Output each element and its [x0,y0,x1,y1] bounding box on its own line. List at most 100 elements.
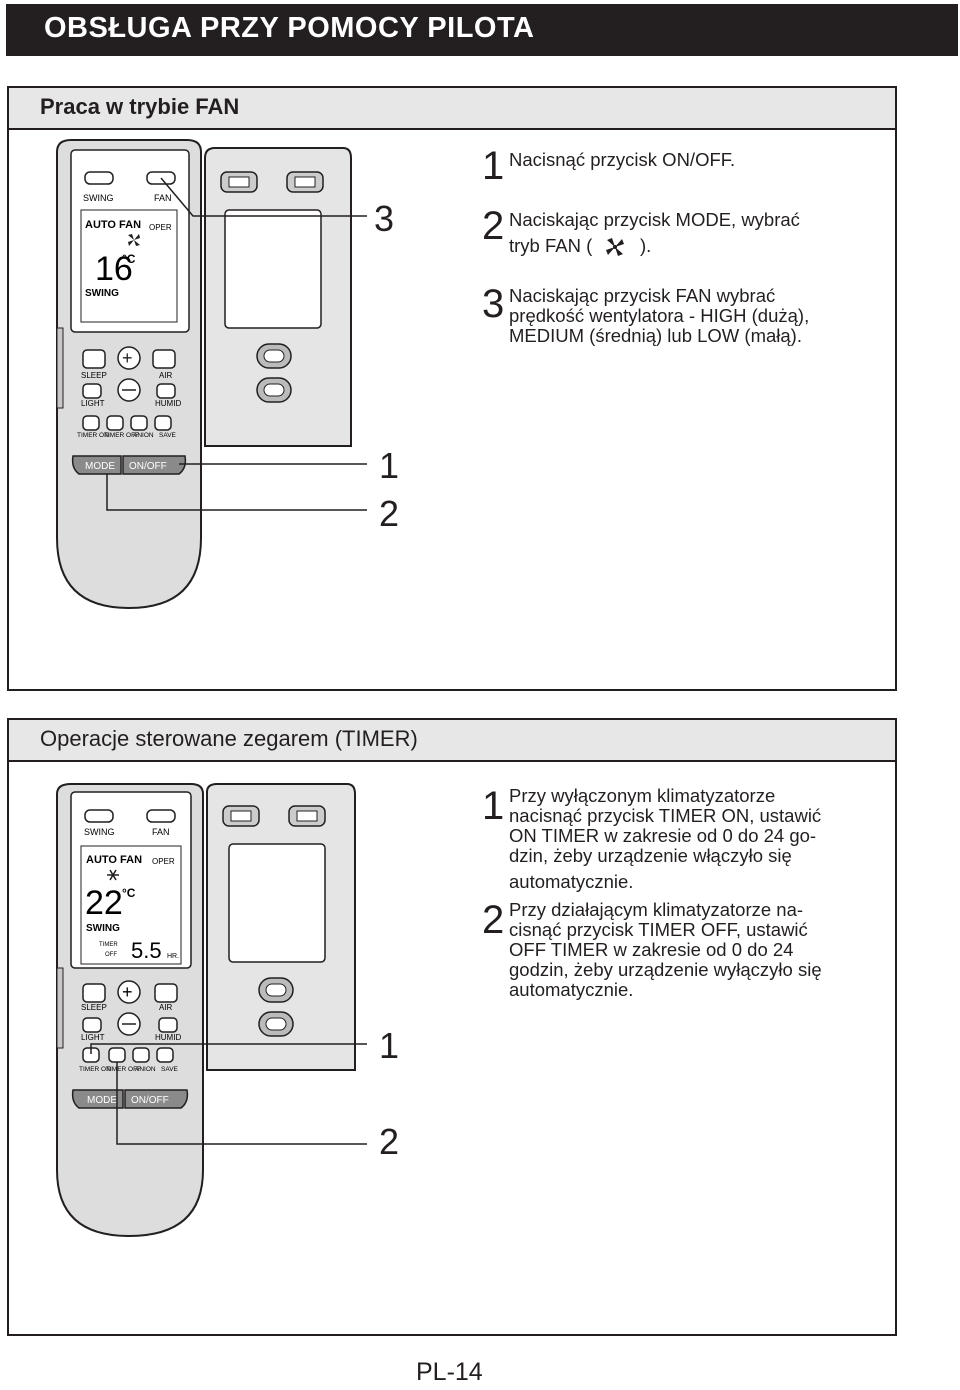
timer-off-label: TIMER OFF [106,1066,141,1073]
sleep-button [82,983,106,1003]
timer-remote-illustration: SWING FAN AUTO FAN OPER 22 °C SWING TIME… [56,783,367,1238]
air-label: AIR [159,371,173,380]
lcd-temperature: 22 [85,884,123,922]
step-text-line-1: Naciskając przycisk MODE, wybrać [509,209,800,230]
air-button [152,349,176,369]
callout-line-2 [106,474,367,511]
step-text: Nacisnąć przycisk ON/OFF. [509,149,736,170]
cover-window [228,843,326,963]
step-text-line-3: OFF TIMER w zakresie od 0 do 24 [509,939,794,960]
timer-off-button [106,415,124,431]
fan-mode-panel: Praca w trybie FAN SWING FAN AUTO FAN OP… [7,86,897,691]
timer-on-button [82,415,100,431]
mode-label: MODE [85,461,115,472]
timer-off-button [108,1047,126,1063]
timer-section-title: Operacje sterowane zegarem (TIMER) [40,726,418,751]
oper-label: OPER [152,857,175,866]
step-text-line-2b: ). [640,235,652,256]
fan-section-title: Praca w trybie FAN [40,94,240,119]
onoff-button [122,455,187,475]
plus-button [117,346,141,370]
humid-button [156,383,176,399]
step-text-line-5: automatycznie. [509,979,634,1000]
snowflake-icon [107,869,119,881]
lcd-screen [80,845,182,965]
step-number: 1 [482,784,505,828]
swing-lcd-label: SWING [85,288,119,299]
step-text-line-2a: tryb FAN ( [509,235,593,256]
sleep-label: SLEEP [81,371,107,380]
step-number: 2 [482,898,505,942]
step-text-line-2: nacisnąć przycisk TIMER ON, ustawić [509,805,822,826]
step-number: 3 [482,282,505,326]
fan-panel-header: Praca w trybie FAN [9,88,895,130]
step-text-line-1: Przy wyłączonym klimatyzatorze [509,785,776,806]
fan-symbol-icon [128,234,140,246]
callout-1: 1 [379,1025,400,1066]
anion-button [130,415,148,431]
swing-button [84,171,114,185]
anion-label: ANION [133,432,154,439]
timer-on-label: TIMER ON [79,1066,111,1073]
save-button [154,415,172,431]
anion-label: ANION [135,1066,156,1073]
page-number: PL-14 [416,1358,483,1386]
fan-label: FAN [154,193,172,203]
step-text-line-2: prędkość wentylatora - HIGH (dużą), [509,305,810,326]
mode-button [71,1089,124,1109]
mode-button [71,455,122,475]
page-header: OBSŁUGA PRZY POMOCY PILOTA [6,4,958,56]
swing-lcd-label: SWING [86,923,120,934]
save-label: SAVE [161,1066,179,1073]
page-title: OBSŁUGA PRZY POMOCY PILOTA [44,12,535,44]
sleep-label: SLEEP [81,1003,107,1012]
swing-label: SWING [84,827,115,837]
light-button [82,383,102,399]
sleep-button [82,349,106,369]
oper-label: OPER [149,223,172,232]
step-number: 2 [482,204,505,248]
humid-label: HUMID [155,399,181,408]
humid-button [158,1017,178,1033]
fan-remote-illustration: SWING FAN AUTO FAN OPER 16 °C SWING + SL… [56,139,367,610]
light-button [82,1017,102,1033]
air-button [154,983,178,1003]
auto-fan-label: AUTO FAN [85,219,141,231]
hr-label: HR. [167,953,179,960]
timer-panel: Operacje sterowane zegarem (TIMER) SWING… [7,718,897,1336]
lcd-unit: °C [122,252,136,266]
step-text-line-4: godzin, żeby urządzenie wyłączyło się [509,959,822,980]
humid-label: HUMID [155,1033,181,1042]
fan-mode-icon [604,236,626,258]
timer-lcd-label: TIMER [99,942,118,948]
step-text-line-5: automatycznie. [509,871,634,892]
step-text-line-1: Przy działającym klimatyzatorze na- [509,899,804,920]
timer-off-label: TIMER OFF [104,432,139,439]
lcd-temperature: 16 [95,250,133,288]
callout-line-1 [90,1043,367,1054]
step-text-line-3: ON TIMER w zakresie od 0 do 24 go- [509,825,817,846]
swing-label: SWING [83,193,114,203]
step-number: 1 [482,144,505,188]
save-label: SAVE [159,432,177,439]
step-text-line-4: dzin, żeby urządzenie włączyło się [509,845,792,866]
callout-3: 3 [374,198,395,239]
save-button [156,1047,174,1063]
anion-button [132,1047,150,1063]
off-lcd-label: OFF [105,952,117,958]
timer-value: 5.5 [131,938,162,963]
callout-1: 1 [379,445,400,486]
step-text-line-3: MEDIUM (średnią) lub LOW (małą). [509,325,802,346]
auto-fan-label: AUTO FAN [86,854,142,866]
cover-window [224,209,322,329]
fan-label: FAN [152,827,170,837]
remote-side-tab [56,327,64,409]
timer-on-label: TIMER ON [77,432,109,439]
remote-side-tab [56,967,64,1049]
onoff-label: ON/OFF [131,1095,169,1106]
callout-2: 2 [379,1121,400,1162]
onoff-button [124,1089,189,1109]
plus-button [117,980,141,1004]
air-label: AIR [159,1003,173,1012]
timer-panel-header: Operacje sterowane zegarem (TIMER) [9,720,895,762]
